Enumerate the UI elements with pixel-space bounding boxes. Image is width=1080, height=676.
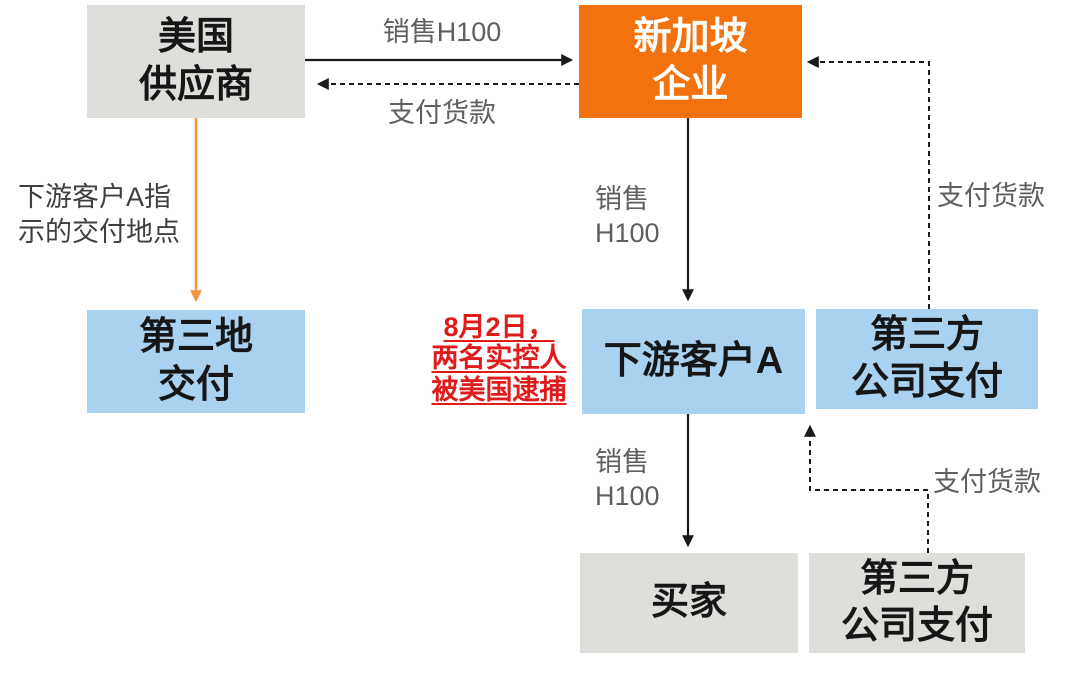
node-third-party-payment-right: 第三方 公司支付	[816, 309, 1038, 409]
edge-label-delivery-location-note: 下游客户A指 示的交付地点	[18, 182, 180, 248]
arrow-pay-goods-right-top	[806, 56, 930, 309]
node-buyer: 买家	[580, 553, 798, 653]
edge-label-sell-h100-top: 销售H100	[382, 17, 502, 47]
node-downstream-customer-a: 下游客户A	[582, 309, 805, 414]
node-third-place-delivery: 第三地 交付	[87, 310, 305, 413]
arrow-pay-goods-right-bottom	[804, 424, 929, 553]
annotation-arrest-note: 8月2日， 两名实控人 被美国逮捕	[431, 312, 567, 405]
node-us-supplier: 美国 供应商	[87, 5, 305, 118]
edge-label-pay-goods-right-top: 支付货款	[937, 181, 1045, 211]
edge-label-sell-h100-mid: 销售 H100	[595, 184, 660, 248]
edge-label-sell-h100-bottom: 销售 H100	[595, 447, 660, 511]
edge-label-pay-goods-top: 支付货款	[388, 98, 496, 128]
node-third-party-payment-bottom: 第三方 公司支付	[809, 553, 1025, 653]
edge-label-pay-goods-right-bottom: 支付货款	[933, 467, 1041, 497]
node-singapore-company: 新加坡 企业	[579, 5, 802, 118]
